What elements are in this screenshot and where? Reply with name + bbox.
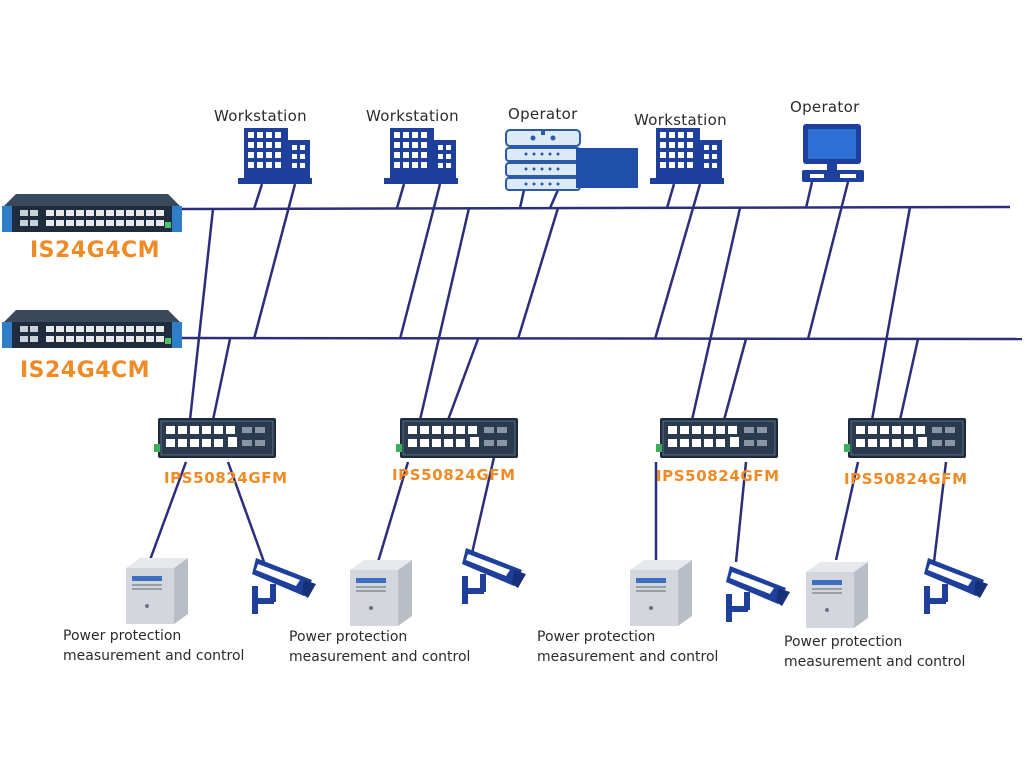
end-device-2-line1: Power protection (289, 629, 408, 645)
edge-switch-1-icon (153, 417, 277, 459)
end-device-3-label: Power protection measurement and control (537, 627, 747, 667)
server-tower-2-icon (350, 560, 412, 626)
edge-switch-1-model: IPS50824GFM (164, 469, 288, 487)
end-device-2-label: Power protection measurement and control (289, 627, 499, 667)
inter-switch-links (188, 181, 920, 421)
end-device-4-line2: measurement and control (784, 654, 966, 670)
workstation-1-label: Workstation (214, 107, 307, 125)
edge-device-links (148, 439, 948, 563)
camera-3-icon (726, 566, 790, 622)
operator-server-icon (505, 129, 638, 191)
end-device-3-line1: Power protection (537, 629, 656, 645)
end-device-4-line1: Power protection (784, 634, 903, 650)
core-switch-1-icon (2, 194, 182, 232)
camera-4-icon (924, 558, 988, 614)
end-device-1-label: Power protection measurement and control (63, 626, 273, 666)
edge-switch-3-icon (655, 417, 779, 459)
server-tower-3-icon (630, 560, 692, 626)
core-switch-1-model: IS24G4CM (30, 238, 161, 263)
workstation-2-icon (384, 128, 458, 184)
end-device-1-line2: measurement and control (63, 648, 245, 664)
edge-switch-2-icon (395, 417, 519, 459)
edge-switch-3-model: IPS50824GFM (656, 467, 780, 485)
server-tower-1-icon (126, 558, 188, 624)
top-device-links (252, 181, 814, 210)
workstation-2-label: Workstation (366, 107, 459, 125)
operator-pc-label: Operator (790, 98, 860, 116)
operator-pc-icon (802, 124, 864, 182)
workstation-1-icon (238, 128, 312, 184)
workstation-3-icon (650, 128, 724, 184)
end-device-4-label: Power protection measurement and control (784, 632, 994, 672)
workstation-3-label: Workstation (634, 111, 727, 129)
end-device-3-line2: measurement and control (537, 649, 719, 665)
server-tower-4-icon (806, 562, 868, 628)
camera-1-icon (252, 558, 316, 614)
end-device-2-line2: measurement and control (289, 649, 471, 665)
operator-server-label: Operator (508, 105, 578, 123)
edge-switch-4-model: IPS50824GFM (844, 470, 968, 488)
camera-2-icon (462, 548, 526, 604)
upper-ring-line (177, 205, 1011, 211)
end-device-1-line1: Power protection (63, 628, 182, 644)
core-switch-2-model: IS24G4CM (20, 358, 151, 383)
core-switch-2-icon (2, 310, 182, 348)
edge-switch-2-model: IPS50824GFM (392, 466, 516, 484)
lower-ring-line (175, 336, 1023, 341)
edge-switch-4-icon (843, 417, 967, 459)
